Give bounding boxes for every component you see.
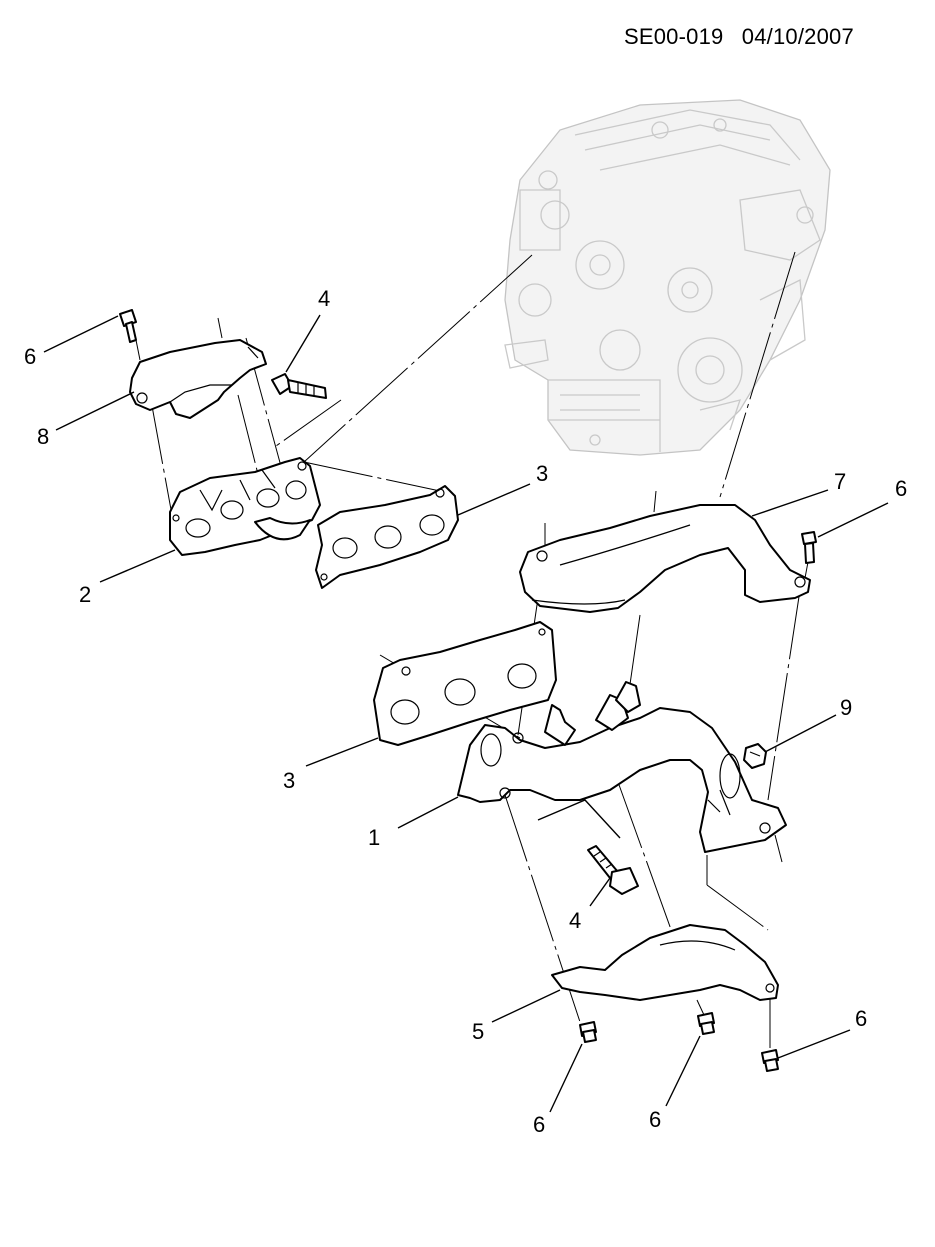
- manifold-bolt-upper: [271, 373, 327, 399]
- fasteners: [119, 309, 817, 1072]
- callout-8: 8: [37, 424, 49, 449]
- callout-3-upper: 3: [536, 461, 548, 486]
- diagram-date: 04/10/2007: [741, 24, 854, 49]
- callout-4-upper: 4: [318, 286, 330, 311]
- callout-labels: 1 2 3 3 4 4 5 6 6 6 6 6 7 8 9: [24, 286, 907, 1137]
- callout-9: 9: [840, 695, 852, 720]
- right-exhaust-manifold: [457, 681, 787, 853]
- right-manifold-gasket: [373, 621, 557, 746]
- callout-7: 7: [834, 469, 846, 494]
- callout-6-lower-2: 6: [649, 1107, 661, 1132]
- callout-4-lower: 4: [569, 908, 581, 933]
- right-upper-heat-shield: [519, 504, 811, 613]
- callout-6-lower-3: 6: [855, 1006, 867, 1031]
- manifold-nut: [743, 743, 767, 769]
- heat-shield-bolt-upper-left: [119, 309, 137, 343]
- left-exhaust-manifold: [169, 457, 321, 556]
- diagram-header: SE00-019 04/10/2007: [624, 24, 854, 50]
- heat-shield-bolt-right: [801, 531, 817, 564]
- heat-shield-bolt-lower-1: [579, 1021, 597, 1043]
- heat-shield-bolt-lower-3: [761, 1049, 779, 1072]
- callout-leaders: [43, 314, 889, 1113]
- callout-6-right: 6: [895, 476, 907, 501]
- diagram-id: SE00-019: [624, 24, 724, 49]
- left-manifold-gasket: [315, 485, 459, 589]
- callout-6-upper-left: 6: [24, 344, 36, 369]
- callout-2: 2: [79, 582, 91, 607]
- callout-6-lower-1: 6: [533, 1112, 545, 1137]
- engine-illustration: [504, 99, 831, 456]
- heat-shield-bolt-lower-2: [697, 1012, 715, 1035]
- callout-1: 1: [368, 825, 380, 850]
- callout-5: 5: [472, 1019, 484, 1044]
- callout-3-lower: 3: [283, 768, 295, 793]
- manifold-bolt-lower: [587, 845, 639, 895]
- left-heat-shield: [129, 339, 267, 419]
- lower-heat-shield: [551, 924, 779, 1001]
